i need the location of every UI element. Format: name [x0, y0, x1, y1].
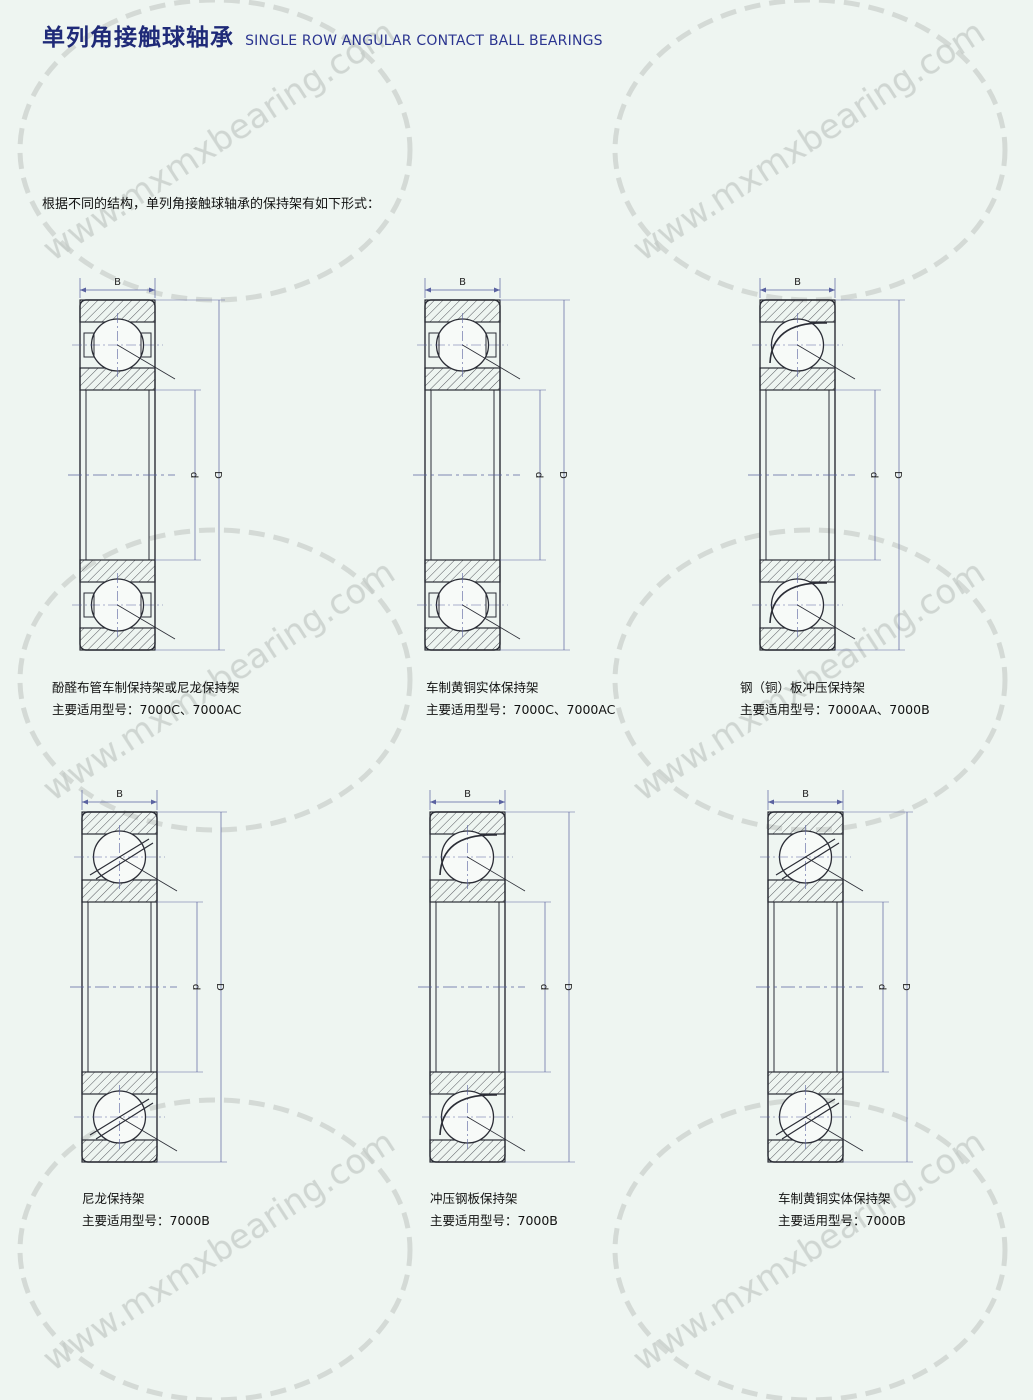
applicable-models: 主要适用型号：7000B — [82, 1213, 210, 1228]
bearing-cross-section: Bd D — [413, 277, 570, 651]
cage-type: 钢（铜）板冲压保持架 — [740, 680, 866, 695]
cage-type: 尼龙保持架 — [82, 1191, 145, 1206]
applicable-models: 主要适用型号：7000C、7000AC — [426, 702, 616, 717]
diagram-caption: 钢（铜）板冲压保持架 主要适用型号：7000AA、7000B — [740, 677, 930, 721]
bearing-cross-section: Bd D — [748, 277, 905, 651]
dimension-label-b: B — [459, 277, 466, 288]
cage-type: 酚醛布管车制保持架或尼龙保持架 — [52, 680, 240, 695]
intro-text: 根据不同的结构，单列角接触球轴承的保持架有如下形式： — [42, 197, 381, 212]
dimension-label-d: d — [876, 984, 887, 990]
diagram-caption: 冲压钢板保持架 主要适用型号：7000B — [430, 1188, 558, 1232]
dimension-label-D: D — [562, 983, 573, 991]
dimension-label-D: D — [892, 471, 903, 479]
diagram-caption: 尼龙保持架 主要适用型号：7000B — [82, 1188, 210, 1232]
page-title: 单列角接触球轴承 — [42, 25, 234, 51]
dimension-label-b: B — [794, 277, 801, 288]
cage-type: 车制黄铜实体保持架 — [778, 1191, 891, 1206]
dimension-label-D: D — [212, 471, 223, 479]
dimension-label-d: d — [538, 984, 549, 990]
dimension-label-b: B — [464, 789, 471, 800]
watermark-text: www.mxmxbearing.com — [626, 12, 992, 269]
diagram-caption: 车制黄铜实体保持架 主要适用型号：7000C、7000AC — [426, 677, 615, 721]
dimension-label-d: d — [868, 472, 879, 478]
applicable-models: 主要适用型号：7000B — [430, 1213, 558, 1228]
dimension-label-b: B — [802, 789, 809, 800]
dimension-label-D: D — [900, 983, 911, 991]
cage-type: 车制黄铜实体保持架 — [426, 680, 539, 695]
dimension-label-d: d — [533, 472, 544, 478]
page-header: 单列角接触球轴承 SINGLE ROW ANGULAR CONTACT BALL… — [42, 18, 603, 52]
bearing-cross-section: Bd D — [418, 789, 575, 1163]
applicable-models: 主要适用型号：7000AA、7000B — [740, 702, 930, 717]
page-title-english: SINGLE ROW ANGULAR CONTACT BALL BEARINGS — [245, 33, 603, 49]
dimension-label-d: d — [188, 472, 199, 478]
dimension-label-D: D — [214, 983, 225, 991]
bearing-cross-section: Bd D — [68, 277, 225, 651]
applicable-models: 主要适用型号：7000C、7000AC — [52, 702, 242, 717]
dimension-label-D: D — [557, 471, 568, 479]
applicable-models: 主要适用型号：7000B — [778, 1213, 906, 1228]
cage-type: 冲压钢板保持架 — [430, 1191, 518, 1206]
dimension-label-b: B — [114, 277, 121, 288]
bearing-cross-section: Bd D — [70, 789, 227, 1163]
diagram-caption: 车制黄铜实体保持架 主要适用型号：7000B — [778, 1188, 906, 1232]
bearing-cross-section: Bd D — [756, 789, 913, 1163]
diagram-caption: 酚醛布管车制保持架或尼龙保持架 主要适用型号：7000C、7000AC — [52, 677, 241, 721]
dimension-label-d: d — [190, 984, 201, 990]
dimension-label-b: B — [116, 789, 123, 800]
